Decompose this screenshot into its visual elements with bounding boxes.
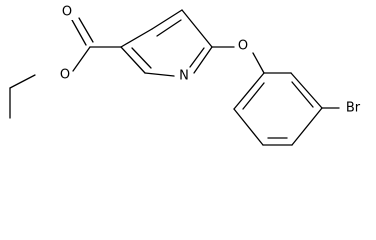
bond-benzene-inner-c6-c1 (242, 82, 265, 110)
bond-pyridine-c3-c4 (120, 28, 153, 48)
bromobenzene-ring (233, 72, 340, 146)
bond-pyridine-inner-c6-n1 (189, 47, 205, 68)
bromine-label: Br (346, 101, 361, 116)
bond-ch2-ester-oxygen (9, 74, 36, 89)
bond-pyridine-inner-c2-c3 (131, 47, 152, 69)
bond-pyridine-c6-n1 (193, 46, 213, 74)
bond-pyridine-inner-c4-c5 (156, 19, 182, 37)
bond-benzene-c5-c6 (233, 108, 264, 146)
carbonyl-oxygen-label: O (62, 5, 72, 20)
atom-labels: O O N O Br (58, 4, 364, 116)
bond-pyridine-c2-c3 (120, 46, 146, 74)
bond-ether-oxygen-benzene (252, 52, 265, 74)
bond-benzene-inner-c2-c3 (291, 81, 314, 108)
chemical-structure-diagram: O O N O Br (9, 4, 364, 146)
ester-oxygen-label: O (60, 68, 70, 83)
bond-benzene-c3-c4 (291, 107, 323, 146)
ethyl-group (9, 74, 36, 119)
bond-pyridine-n1-c2 (144, 72, 175, 77)
ether-linkage (211, 46, 265, 74)
bond-carbonyl-double-outer (71, 19, 87, 46)
bond-carbonyl-double-inner (78, 17, 94, 43)
bond-benzene-c2-c3 (290, 72, 323, 109)
ester-group (71, 17, 122, 72)
bond-pyridine-c4-c5 (151, 9, 183, 30)
bond-pyridine-c5-c6 (181, 9, 213, 48)
pyridine-ring (120, 9, 213, 77)
pyridine-nitrogen-label: N (179, 69, 189, 84)
bond-benzene-c6-c1 (233, 72, 265, 110)
ether-oxygen-label: O (238, 39, 248, 54)
bond-ester-oxygen-carbonyl-carbon (72, 46, 91, 72)
